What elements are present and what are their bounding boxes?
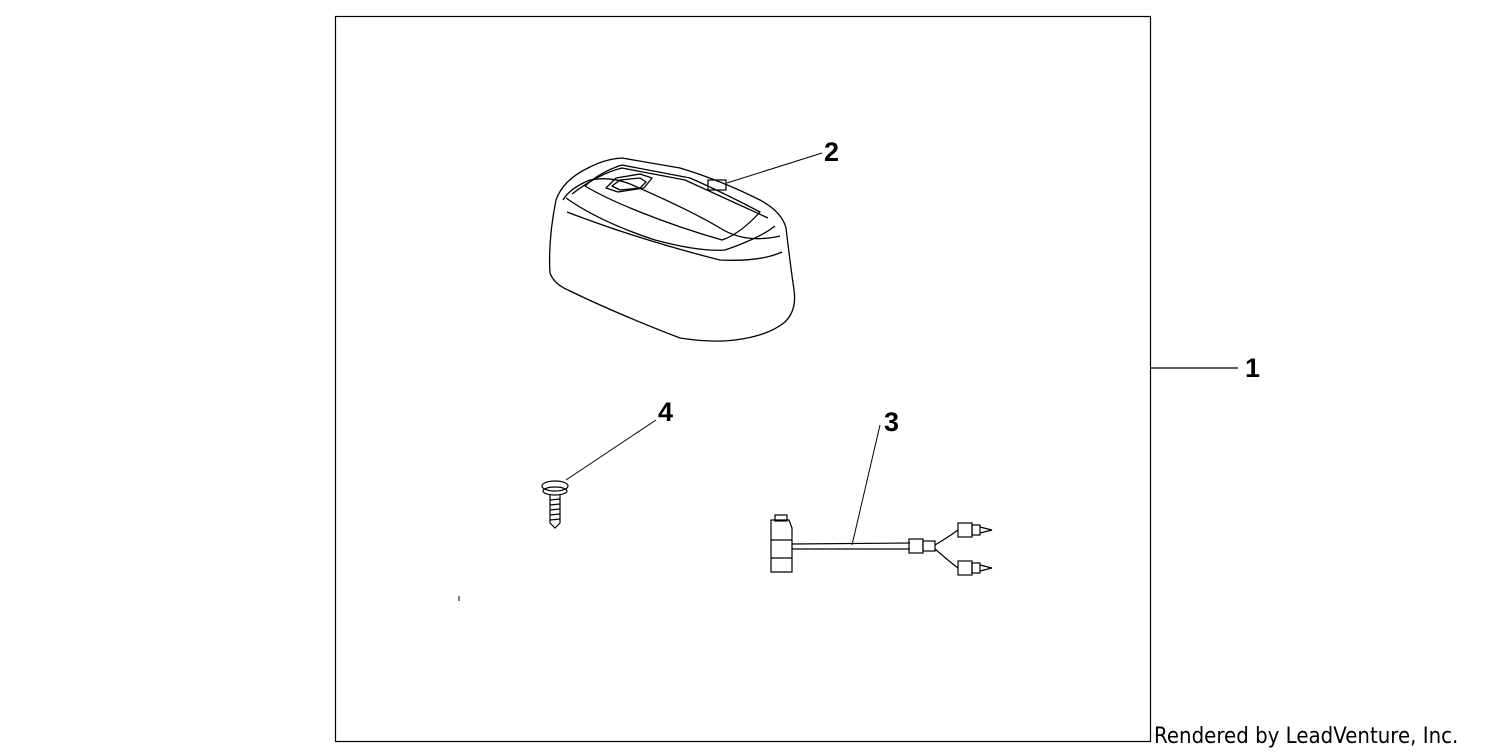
callout-1: 1 [1245, 353, 1261, 383]
render-credit: Rendered by LeadVenture, Inc. [1154, 724, 1459, 749]
housing-cover [548, 157, 796, 342]
assembly-frame [334, 15, 1152, 743]
callout-3: 3 [884, 407, 900, 437]
callout-4: 4 [658, 397, 674, 427]
leader-line-2 [726, 152, 823, 184]
leader-line-4 [565, 419, 657, 481]
wire-harness [770, 514, 993, 576]
screw [541, 480, 569, 529]
callout-2: 2 [824, 137, 840, 167]
leader-line-3 [851, 424, 881, 546]
